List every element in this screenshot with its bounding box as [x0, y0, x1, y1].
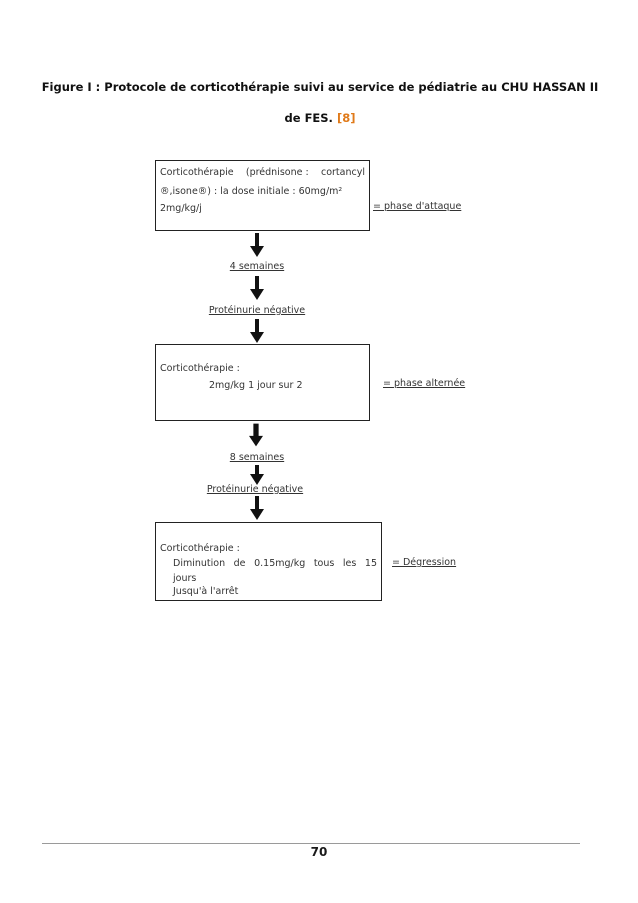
box3-word: 0.15mg/kg — [254, 558, 306, 569]
box3-word: 15 — [364, 558, 377, 569]
box3-word: de — [233, 558, 246, 569]
down-arrow-icon — [250, 496, 264, 520]
box3-line-2: Diminution de 0.15mg/kg tous les 15 — [173, 558, 377, 569]
box2-line-1: Corticothérapie : — [160, 363, 240, 374]
down-arrow-icon — [250, 465, 264, 485]
reference-link[interactable]: [8] — [336, 111, 356, 125]
box3-word: les — [342, 558, 357, 569]
phase-attaque-label: = phase d'attaque — [373, 201, 462, 212]
box1-word: cortancyl — [320, 167, 365, 178]
duration-label-2: 8 semaines — [229, 452, 285, 463]
condition-label-1: Protéinurie négative — [208, 305, 306, 316]
condition-label-2: Protéinurie négative — [206, 484, 304, 495]
box3-line-3: jours — [173, 573, 197, 584]
box3-line-1: Corticothérapie : — [160, 543, 240, 554]
box3-word: Diminution — [173, 558, 226, 569]
caption-line-1: Figure I : Protocole de corticothérapie … — [41, 80, 599, 94]
down-arrow-icon — [250, 319, 264, 343]
box1-word: Corticothérapie — [160, 167, 234, 178]
box1-word: (prédnisone : — [245, 167, 309, 178]
phase-alternee-label: = phase alternée — [383, 378, 466, 389]
box1-line-1: Corticothérapie (prédnisone : cortancyl — [160, 167, 365, 178]
figure-caption-line-2: de FES. [8] — [20, 111, 620, 125]
page-number: 70 — [310, 845, 328, 859]
footer-divider — [42, 843, 580, 844]
box1-line-3: 2mg/kg/j — [160, 203, 202, 214]
degression-label: = Dégression — [392, 557, 457, 568]
box3-word: tous — [313, 558, 335, 569]
box-phase-alternee: Corticothérapie : 2mg/kg 1 jour sur 2 — [155, 344, 370, 421]
box-phase-attaque: Corticothérapie (prédnisone : cortancyl … — [155, 160, 370, 231]
box3-line-4: Jusqu'à l'arrêt — [173, 586, 239, 597]
down-arrow-icon — [250, 276, 264, 300]
down-arrow-icon — [250, 233, 264, 257]
figure-caption: Figure I : Protocole de corticothérapie … — [20, 80, 620, 94]
duration-label-1: 4 semaines — [229, 261, 285, 272]
box-degression: Corticothérapie : Diminution de 0.15mg/k… — [155, 522, 382, 601]
caption-line-2: de FES. — [284, 111, 333, 125]
box1-line-2: ®,isone®) : la dose initiale : 60mg/m² — [160, 186, 343, 197]
down-arrow-icon — [249, 423, 263, 447]
box2-line-2: 2mg/kg 1 jour sur 2 — [209, 380, 303, 391]
